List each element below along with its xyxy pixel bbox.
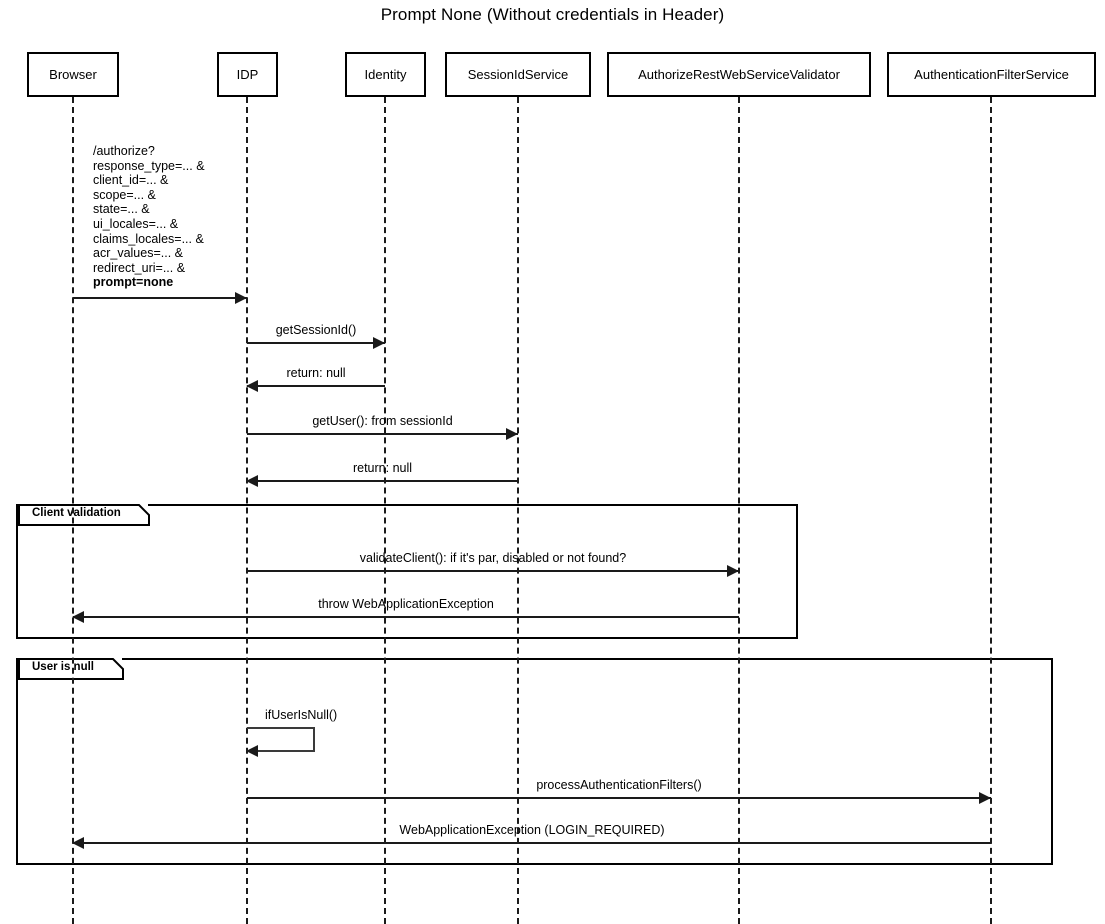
diagram-title: Prompt None (Without credentials in Head… [380, 5, 725, 24]
message-label-validate-client: validateClient(): if it's par, disabled … [359, 551, 627, 565]
message-label-get-session-id: getSessionId() [275, 323, 357, 337]
message-line-login-required-exc [73, 842, 991, 844]
selfcall-top-if-user-is-null [247, 727, 313, 729]
fragment-tab-shape-client-validation [18, 504, 150, 526]
arrowhead-login-required-exc [72, 837, 84, 849]
message-label-login-required-exc: WebApplicationException (LOGIN_REQUIRED) [399, 823, 665, 837]
message-label-line: /authorize? [93, 144, 155, 158]
message-line-return-null-2 [247, 480, 518, 482]
message-line-validate-client [247, 570, 739, 572]
fragment-client-validation [16, 504, 798, 639]
message-label-line: acr_values=... & [93, 246, 183, 261]
arrowhead-authorize-request [235, 292, 247, 304]
selfcall-bottom-if-user-is-null [257, 750, 315, 752]
message-label-line: prompt=none [93, 275, 174, 290]
lifeline-browser [72, 97, 74, 924]
message-label-get-user: getUser(): from sessionId [312, 414, 453, 428]
arrowhead-process-auth-filters [979, 792, 991, 804]
message-label-line: state=... & [93, 202, 150, 217]
message-line-get-session-id [247, 342, 385, 344]
arrowhead-if-user-is-null [246, 745, 258, 757]
message-line-process-auth-filters [247, 797, 991, 799]
participant-sessionid[interactable]: SessionIdService [445, 52, 591, 97]
message-label-line: client_id=... & [93, 173, 169, 188]
fragment-tab-client-validation: Client validation [16, 504, 150, 526]
lifeline-validator [738, 97, 740, 924]
message-line-get-user [247, 433, 518, 435]
message-line-authorize-request [73, 297, 247, 299]
message-label-line: claims_locales=... & [93, 231, 204, 246]
fragment-label-user-is-null: User is null [32, 661, 94, 673]
message-label-line: response_type=... & [93, 158, 205, 173]
lifeline-idp [246, 97, 248, 924]
participant-identity[interactable]: Identity [345, 52, 426, 97]
message-label-return-null-2: return: null [352, 461, 413, 475]
fragment-label-client-validation: Client validation [32, 507, 121, 519]
message-label-if-user-is-null: ifUserIsNull() [265, 708, 338, 722]
arrowhead-get-session-id [373, 337, 385, 349]
message-label-authorize-request: /authorize?response_type=... &client_id=… [93, 144, 205, 290]
message-label-line: ui_locales=... & [93, 216, 179, 231]
message-label-return-null-1: return: null [286, 366, 346, 380]
arrowhead-return-null-1 [246, 380, 258, 392]
message-label-line: redirect_uri=... & [93, 260, 186, 275]
fragment-user-is-null [16, 658, 1053, 865]
arrowhead-throw-webapp-exc [72, 611, 84, 623]
participant-browser[interactable]: Browser [27, 52, 119, 97]
arrowhead-validate-client [727, 565, 739, 577]
fragment-tab-shape-user-is-null [18, 658, 124, 680]
message-label-line: scope=... & [93, 187, 156, 202]
participant-idp[interactable]: IDP [217, 52, 278, 97]
fragment-tab-user-is-null: User is null [16, 658, 124, 680]
participant-validator[interactable]: AuthorizeRestWebServiceValidator [607, 52, 871, 97]
message-line-return-null-1 [247, 385, 385, 387]
participant-authfilter[interactable]: AuthenticationFilterService [887, 52, 1096, 97]
lifeline-sessionid [517, 97, 519, 924]
arrowhead-return-null-2 [246, 475, 258, 487]
lifeline-identity [384, 97, 386, 924]
selfcall-right-if-user-is-null [313, 727, 315, 750]
message-line-throw-webapp-exc [73, 616, 739, 618]
message-label-throw-webapp-exc: throw WebApplicationException [318, 597, 494, 611]
lifeline-authfilter [990, 97, 992, 924]
arrowhead-get-user [506, 428, 518, 440]
message-label-process-auth-filters: processAuthenticationFilters() [536, 778, 702, 792]
